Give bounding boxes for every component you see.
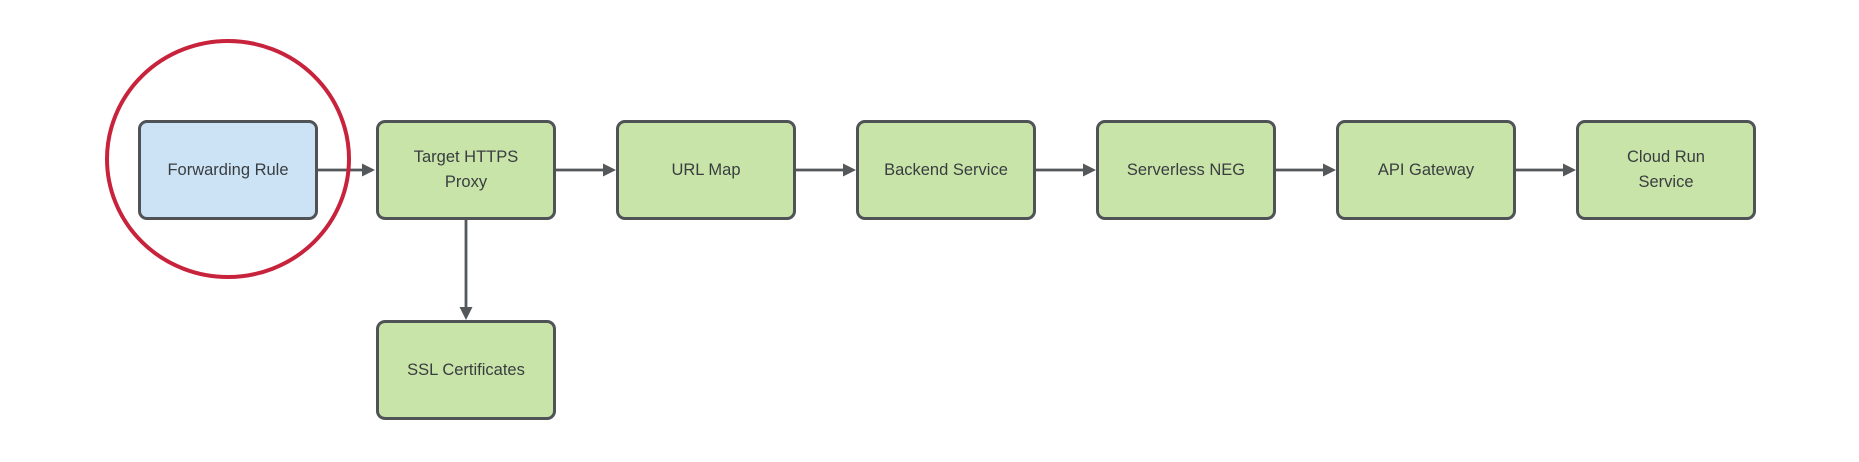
node-api-gateway-label: API Gateway — [1377, 160, 1475, 179]
node-cloud-run-service-label: Cloud Run Service — [1627, 148, 1705, 191]
arrow-target-https-proxy-to-url-map — [556, 163, 616, 177]
node-ssl-certificates-label: SSL Certificates — [407, 360, 525, 379]
node-target-https-proxy: Target HTTPS Proxy — [376, 120, 556, 220]
arrow-forwarding-rule-to-target-https-proxy — [318, 163, 375, 177]
node-serverless-neg: Serverless NEG — [1096, 120, 1276, 220]
node-target-https-proxy-label: Target HTTPS Proxy — [413, 148, 519, 191]
arrow-serverless-neg-to-api-gateway — [1276, 163, 1336, 177]
node-url-map: URL Map — [616, 120, 796, 220]
arrow-url-map-to-backend-service — [796, 163, 856, 177]
node-backend-service: Backend Service — [856, 120, 1036, 220]
node-url-map-label: URL Map — [671, 160, 741, 179]
node-api-gateway: API Gateway — [1336, 120, 1516, 220]
node-backend-service-label: Backend Service — [884, 160, 1008, 179]
node-ssl-certificates: SSL Certificates — [376, 320, 556, 420]
arrow-api-gateway-to-cloud-run-service — [1516, 163, 1576, 177]
node-serverless-neg-label: Serverless NEG — [1126, 160, 1246, 179]
node-cloud-run-service: Cloud Run Service — [1576, 120, 1756, 220]
arrow-target-https-proxy-to-ssl-certificates — [459, 220, 473, 320]
node-forwarding-rule-label: Forwarding Rule — [167, 160, 289, 179]
node-forwarding-rule: Forwarding Rule — [138, 120, 318, 220]
arrow-backend-service-to-serverless-neg — [1036, 163, 1096, 177]
